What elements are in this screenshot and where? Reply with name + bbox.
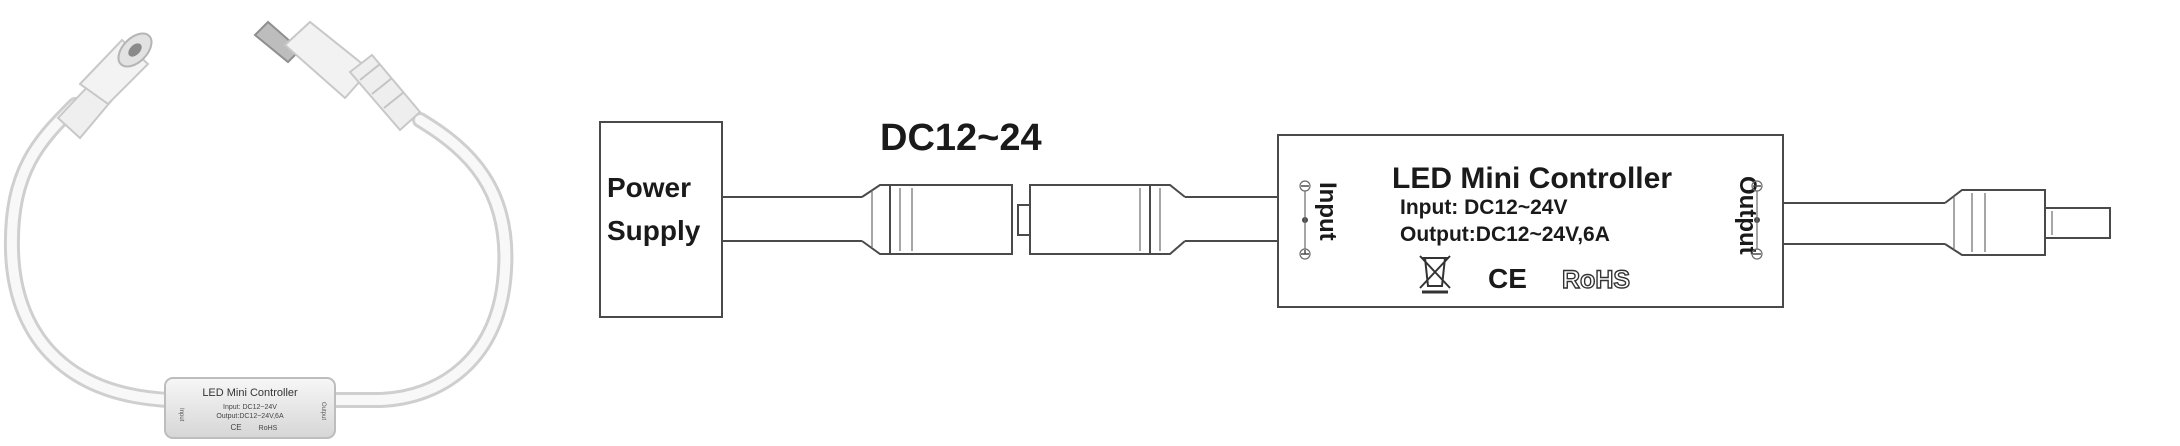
cable-loop bbox=[3, 97, 514, 408]
product-photo: LED Mini Controller Input: DC12~24V Outp… bbox=[3, 20, 514, 439]
controller-input-cable bbox=[1185, 196, 1278, 242]
controller-output-spec: Output:DC12~24V,6A bbox=[1400, 223, 1610, 246]
controller-box: Input LED Mini Controller Input: DC12~24… bbox=[1277, 134, 1784, 308]
output-cable bbox=[1783, 202, 1945, 245]
output-plug bbox=[1944, 189, 2111, 256]
rohs-mark: RoHS bbox=[1562, 266, 1630, 294]
voltage-label: DC12~24 bbox=[880, 117, 1042, 159]
power-supply-line2: Supply bbox=[607, 215, 701, 246]
male-plug bbox=[1017, 184, 1186, 255]
power-supply-box: Power Supply bbox=[599, 121, 723, 318]
female-dc-jack bbox=[56, 32, 153, 140]
female-connector bbox=[861, 184, 1013, 255]
output-terminal-icon bbox=[1751, 180, 1763, 260]
photo-housing-output: Output:DC12~24V,6A bbox=[216, 413, 284, 420]
ce-mark: CE bbox=[1488, 263, 1527, 294]
photo-side-input: Input bbox=[178, 408, 184, 422]
photo-housing-ce: CE bbox=[230, 423, 241, 432]
photo-housing-rohs: RoHS bbox=[259, 425, 278, 432]
photo-controller-housing: LED Mini Controller Input: DC12~24V Outp… bbox=[164, 377, 336, 439]
photo-housing-input: Input: DC12~24V bbox=[223, 404, 277, 411]
input-side-label: Input bbox=[1314, 182, 1341, 241]
input-terminal-icon bbox=[1299, 180, 1311, 260]
photo-housing-title: LED Mini Controller bbox=[202, 387, 298, 399]
photo-side-output: Output bbox=[320, 402, 326, 420]
wiring-diagram: Power Supply DC12~24 bbox=[599, 117, 2111, 318]
male-dc-plug bbox=[253, 20, 422, 132]
power-supply-line1: Power bbox=[607, 172, 691, 203]
input-cable bbox=[722, 196, 862, 242]
controller-input-spec: Input: DC12~24V bbox=[1400, 196, 1567, 219]
controller-title: LED Mini Controller bbox=[1392, 162, 1672, 195]
crossed-bin-icon bbox=[1419, 255, 1451, 294]
